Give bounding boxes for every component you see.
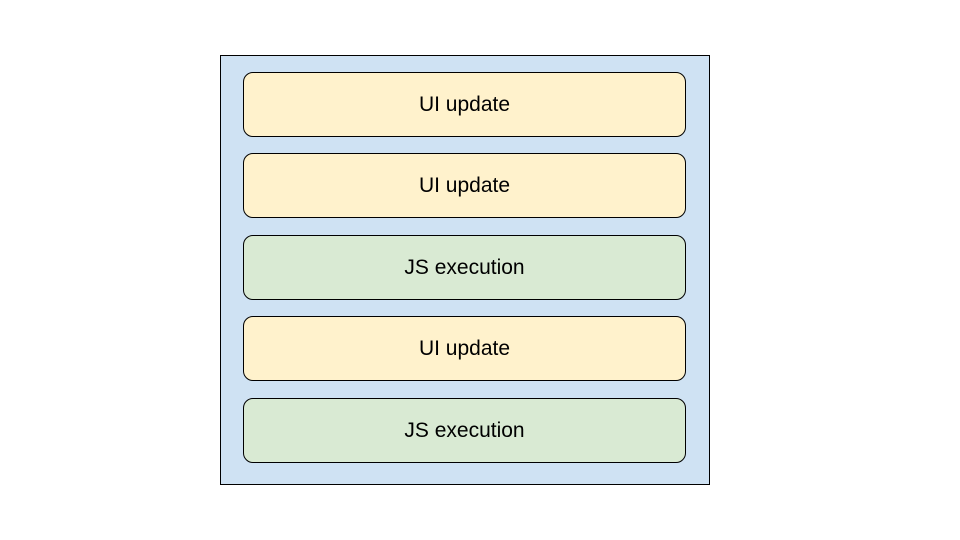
task-block-ui-update: UI update (243, 72, 686, 137)
task-label: UI update (418, 92, 511, 116)
task-label: UI update (418, 336, 511, 360)
task-label: JS execution (404, 418, 525, 442)
task-label: UI update (418, 173, 511, 197)
task-block-ui-update: UI update (243, 153, 686, 218)
task-label: JS execution (404, 255, 525, 279)
task-block-ui-update: UI update (243, 316, 686, 381)
task-block-js-execution: JS execution (243, 235, 686, 300)
task-block-js-execution: JS execution (243, 398, 686, 463)
